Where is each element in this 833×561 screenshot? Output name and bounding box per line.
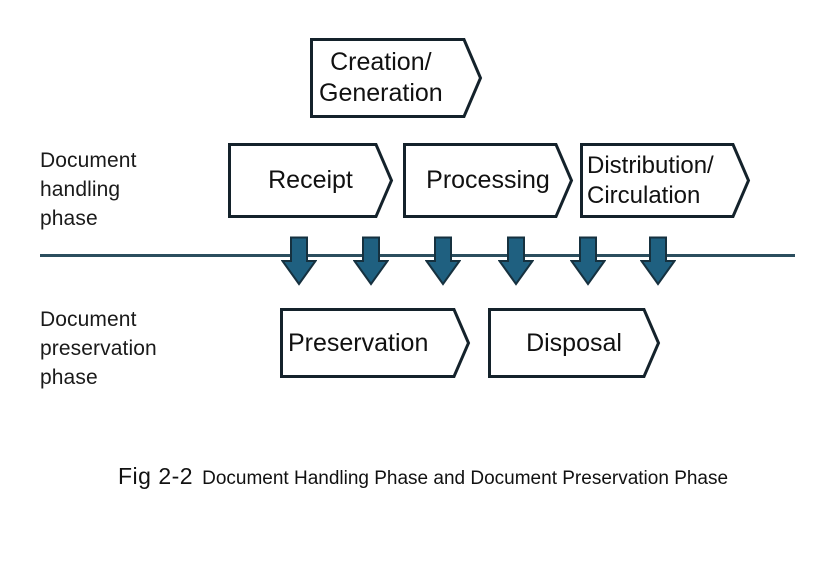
chevron-shape — [488, 308, 661, 378]
chevron-shape — [228, 143, 394, 218]
chevron-shape — [403, 143, 574, 218]
figure-caption: Fig 2-2 Document Handling Phase and Docum… — [118, 463, 758, 492]
row-label-document-preservation-phase: Document preservation phase — [40, 308, 157, 389]
transition-arrow-1 — [281, 236, 317, 286]
chevron-disposal[interactable]: Disposal — [488, 308, 661, 378]
chevron-processing[interactable]: Processing — [403, 143, 574, 218]
chevron-shape — [580, 143, 751, 218]
transition-arrow-5 — [570, 236, 606, 286]
transition-arrow-6 — [640, 236, 676, 286]
chevron-creation-generation[interactable]: Creation/ Generation — [310, 38, 483, 118]
arrow-down-shape — [640, 236, 676, 286]
figure-caption-text: Document Handling Phase and Document Pre… — [202, 468, 729, 489]
transition-arrow-3 — [425, 236, 461, 286]
chevron-shape — [310, 38, 483, 118]
arrow-down-shape — [425, 236, 461, 286]
phase-divider-line — [40, 254, 795, 257]
row-label-document-handling-phase: Document handling phase — [40, 149, 137, 230]
chevron-shape — [280, 308, 471, 378]
chevron-distribution-circulation[interactable]: Distribution/ Circulation — [580, 143, 751, 218]
figure-caption-number: Fig 2-2 — [118, 463, 194, 489]
chevron-preservation[interactable]: Preservation — [280, 308, 471, 378]
arrow-down-shape — [498, 236, 534, 286]
arrow-down-shape — [570, 236, 606, 286]
arrow-down-shape — [353, 236, 389, 286]
chevron-receipt[interactable]: Receipt — [228, 143, 394, 218]
transition-arrow-4 — [498, 236, 534, 286]
transition-arrow-2 — [353, 236, 389, 286]
arrow-down-shape — [281, 236, 317, 286]
